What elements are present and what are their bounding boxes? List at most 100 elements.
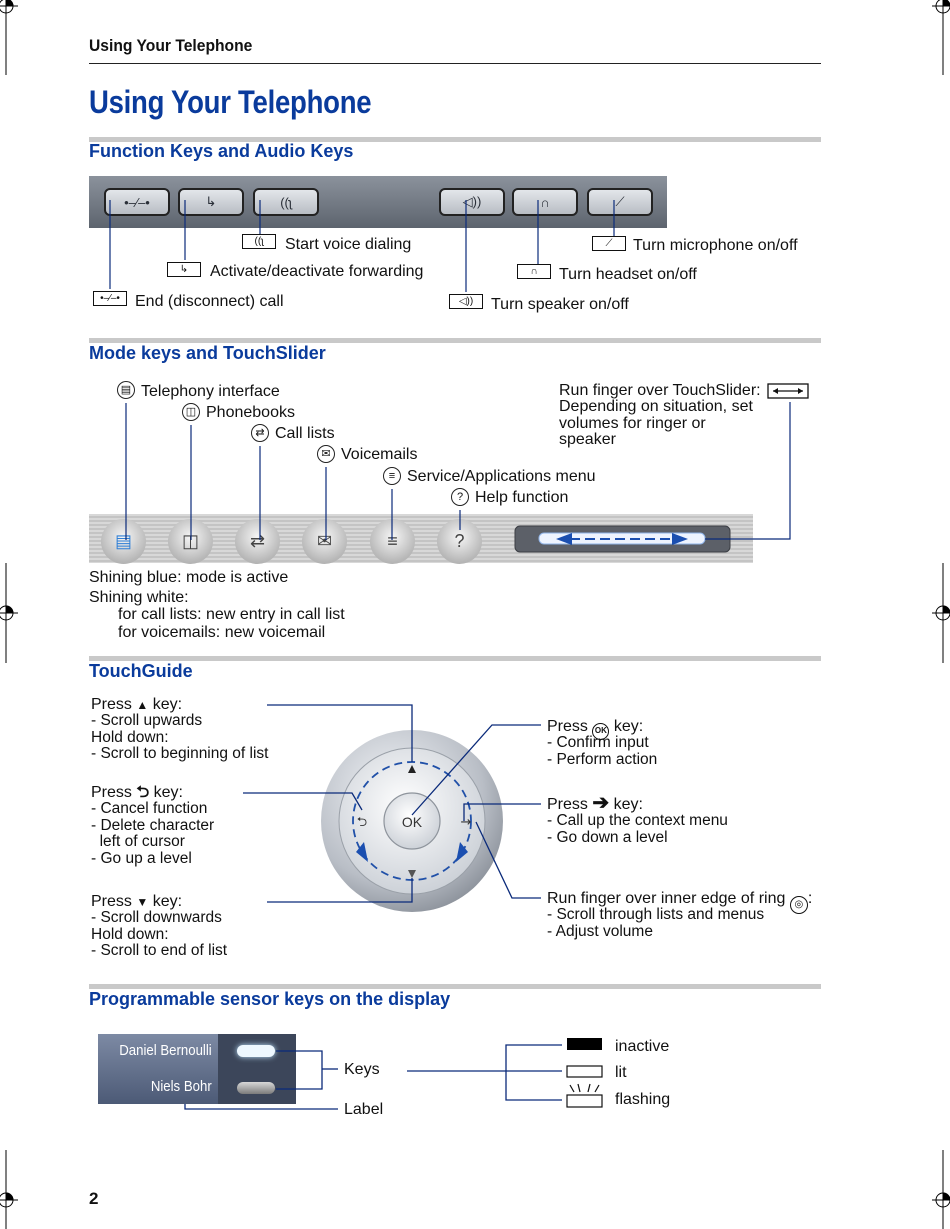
slider-note-title: Run finger over TouchSlider: [559, 382, 761, 399]
touchguide-right-title: Press ➔ key: [547, 792, 643, 814]
touchguide-right-desc: - Call up the context menu - Go down a l… [547, 812, 728, 846]
inactive-state-icon [567, 1038, 602, 1050]
running-head: Using Your Telephone [89, 36, 253, 55]
telephony-icon: ▤ [117, 381, 135, 399]
headset-icon: ∩ [540, 194, 550, 210]
touchguide-up-title: Press ▲ key: [91, 696, 183, 713]
section-rule [89, 137, 821, 142]
section-rule [89, 338, 821, 343]
call-list-icon: ⇄ [251, 424, 269, 442]
crop-mark-icon [932, 0, 950, 75]
forwarding-icon: ↳ [205, 194, 217, 209]
state-lit: lit [615, 1064, 627, 1081]
touchguide-ring-desc: - Scroll through lists and menus - Adjus… [547, 906, 765, 940]
label-voicemails: Voicemails [341, 446, 418, 463]
keys-caption: Keys [344, 1061, 380, 1078]
call-list-mode-key[interactable]: ⇄ [235, 519, 280, 564]
back-arrow-icon: ⮌ [136, 784, 150, 801]
ok-badge-icon: OK [592, 723, 610, 740]
touchguide-up-desc: - Scroll upwards Hold down: - Scroll to … [91, 712, 269, 763]
phonebook-icon: ◫ [182, 403, 200, 421]
label-forwarding: Activate/deactivate forwarding [210, 263, 424, 280]
down-arrow-icon: ▼ [136, 895, 149, 909]
status-blue: Shining blue: mode is active [89, 569, 289, 586]
touchguide-back-title: Press ⮌ key: [91, 784, 183, 801]
crop-mark-icon [0, 1150, 18, 1229]
section-rule [89, 656, 821, 661]
label-speaker: Turn speaker on/off [491, 296, 629, 313]
speaker-key[interactable]: ◁)) [439, 188, 505, 216]
voicemail-mode-key[interactable]: ✉ [302, 519, 347, 564]
status-white: Shining white: [89, 589, 189, 606]
flashing-state-icon [566, 1083, 603, 1108]
sensor-key-label-1: Daniel Bernoulli [119, 1042, 212, 1059]
voicemail-icon: ✉ [317, 445, 335, 463]
voice-dialing-key[interactable]: ((ʅ [253, 188, 319, 216]
page-number: 2 [89, 1189, 99, 1208]
crop-mark-icon [0, 0, 18, 75]
section-heading-sensor-keys: Programmable sensor keys on the display [89, 989, 451, 1009]
headset-icon: ∩ [517, 264, 551, 279]
touchguide-back-desc: - Cancel function - Delete character lef… [91, 800, 215, 867]
forwarding-icon: ↳ [167, 262, 201, 277]
speaker-icon: ◁)) [449, 294, 483, 309]
label-service: Service/Applications menu [407, 468, 596, 485]
touchguide-ok-title: Press OK key: [547, 718, 643, 740]
state-flashing: flashing [615, 1091, 671, 1108]
section-heading-function-keys: Function Keys and Audio Keys [89, 141, 354, 161]
voice-dialing-icon: ((ʅ [280, 194, 292, 210]
call-list-icon: ⇄ [249, 531, 266, 551]
help-icon: ? [454, 531, 465, 551]
touchguide-ring-title: Run finger over inner edge of ring ◎: [547, 890, 812, 914]
section-heading-touchguide: TouchGuide [89, 661, 193, 681]
status-call-lists: for call lists: new entry in call list [118, 606, 345, 623]
service-menu-icon: ≡ [383, 467, 401, 485]
touchguide-down-desc: - Scroll downwards Hold down: - Scroll t… [91, 909, 228, 960]
label-call-lists: Call lists [275, 425, 335, 442]
ring-icon: ◎ [789, 896, 808, 914]
up-arrow-icon: ▲ [136, 698, 149, 712]
microphone-key[interactable]: ⟋ [587, 188, 653, 216]
right-arrow-icon: ➔ [592, 792, 610, 814]
phonebook-icon: ◫ [181, 531, 199, 551]
help-icon: ? [451, 488, 469, 506]
touchguide-ok-desc: - Confirm input - Perform action [547, 734, 658, 768]
state-inactive: inactive [615, 1038, 670, 1055]
section-rule [89, 984, 821, 989]
microphone-icon: ⟋ [615, 194, 625, 209]
speaker-icon: ◁)) [462, 194, 482, 209]
telephony-icon: ▤ [114, 531, 132, 551]
sensor-key-label-2: Niels Bohr [150, 1078, 212, 1095]
label-telephony: Telephony interface [141, 383, 280, 400]
service-menu-icon: ≡ [387, 531, 398, 551]
touchguide-down-title: Press ▼ key: [91, 893, 183, 910]
label-voice-dialing: Start voice dialing [285, 236, 412, 253]
lit-state-icon [566, 1065, 603, 1078]
slider-note-text: Depending on situation, set volumes for … [559, 398, 753, 449]
crop-mark-icon [0, 563, 18, 663]
label-caption: Label [344, 1101, 384, 1118]
label-phonebooks: Phonebooks [206, 404, 295, 421]
sensor-key-inactive[interactable] [237, 1082, 275, 1094]
end-call-icon: •–⁄–• [93, 291, 127, 306]
label-microphone: Turn microphone on/off [633, 237, 798, 254]
end-call-icon: •–⁄–• [124, 194, 150, 210]
sensor-key-lit[interactable] [237, 1045, 275, 1057]
crop-mark-icon [932, 1150, 950, 1229]
voicemail-icon: ✉ [316, 531, 333, 551]
forwarding-key[interactable]: ↳ [178, 188, 244, 216]
headset-key[interactable]: ∩ [512, 188, 578, 216]
telephony-mode-key[interactable]: ▤ [101, 519, 146, 564]
page-title: Using Your Telephone [89, 84, 372, 120]
end-call-key[interactable]: •–⁄–• [104, 188, 170, 216]
crop-mark-icon [932, 563, 950, 663]
ok-key-label: OK [402, 814, 423, 830]
label-end-call: End (disconnect) call [135, 293, 284, 310]
microphone-icon: ⟋ [592, 236, 626, 251]
